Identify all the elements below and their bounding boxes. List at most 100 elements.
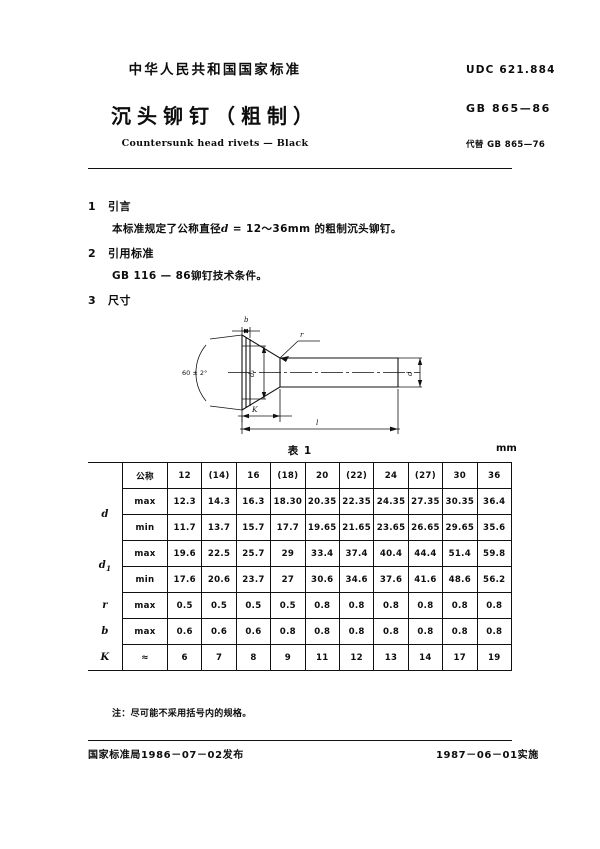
table-size-header: (18) bbox=[270, 462, 306, 489]
table-qualifier-cell: min bbox=[122, 566, 168, 593]
table-size-header: 24 bbox=[373, 462, 409, 489]
table-size-header: (14) bbox=[201, 462, 237, 489]
table-value-cell: 51.4 bbox=[442, 540, 478, 567]
table-value-cell: 0.8 bbox=[407, 592, 444, 619]
section-1-text-pre: 本标准规定了公称直径 bbox=[112, 223, 221, 235]
section-2-body: GB 116 — 86铆钉技术条件。 bbox=[112, 270, 268, 282]
table-value-cell: 0.6 bbox=[166, 618, 203, 645]
table-value-cell: 12 bbox=[338, 644, 375, 671]
section-2-number: 2 bbox=[88, 247, 97, 260]
drawing-label-d: d bbox=[406, 371, 414, 376]
table-value-cell: 13 bbox=[373, 644, 409, 671]
table-symbol-cell: d1 bbox=[88, 540, 123, 593]
table-value-cell: 20.35 bbox=[304, 488, 340, 515]
footer-effective-date: 1987－06－01实施 bbox=[436, 750, 539, 761]
table-value-cell: 9 bbox=[270, 644, 306, 671]
table-value-cell: 37.6 bbox=[373, 566, 409, 593]
table-value-cell: 16.3 bbox=[235, 488, 272, 515]
section-1-heading: 1 引言 bbox=[88, 198, 131, 214]
table-value-cell: 17.6 bbox=[166, 566, 203, 593]
table-value-cell: 0.8 bbox=[476, 592, 513, 619]
table-note: 注：尽可能不采用括号内的规格。 bbox=[112, 709, 252, 719]
table-value-cell: 17 bbox=[442, 644, 478, 671]
table-value-cell: 0.5 bbox=[270, 592, 306, 619]
table-value-cell: 11 bbox=[304, 644, 340, 671]
table-size-header: 36 bbox=[476, 462, 513, 489]
table-value-cell: 0.6 bbox=[201, 618, 237, 645]
section-1-text-post: = 12～36mm 的粗制沉头铆钉。 bbox=[228, 223, 402, 235]
table-value-cell: 0.8 bbox=[338, 618, 375, 645]
table-corner-cell bbox=[88, 462, 123, 489]
table-value-cell: 56.2 bbox=[476, 566, 513, 593]
table-value-cell: 35.6 bbox=[476, 514, 513, 541]
table-value-cell: 0.6 bbox=[235, 618, 272, 645]
table-value-cell: 29 bbox=[270, 540, 306, 567]
table-value-cell: 12.3 bbox=[166, 488, 203, 515]
table-value-cell: 34.6 bbox=[338, 566, 375, 593]
table-symbol-cell: d bbox=[88, 488, 123, 541]
table-value-cell: 0.8 bbox=[304, 592, 340, 619]
table-value-cell: 0.8 bbox=[407, 618, 444, 645]
table-value-cell: 36.4 bbox=[476, 488, 513, 515]
drawing-label-b: b bbox=[244, 316, 249, 324]
table-value-cell: 48.6 bbox=[442, 566, 478, 593]
table-value-cell: 19 bbox=[476, 644, 513, 671]
section-1-title: 引言 bbox=[108, 200, 131, 213]
table-value-cell: 59.8 bbox=[476, 540, 513, 567]
footer-divider bbox=[88, 740, 512, 741]
table-value-cell: 17.7 bbox=[270, 514, 306, 541]
table-value-cell: 0.8 bbox=[476, 618, 513, 645]
drawing-angle-text: 60 ± 2° bbox=[182, 369, 207, 377]
table-value-cell: 25.7 bbox=[235, 540, 272, 567]
table-value-cell: 6 bbox=[166, 644, 203, 671]
table-value-cell: 0.8 bbox=[373, 618, 409, 645]
table-value-cell: 0.5 bbox=[235, 592, 272, 619]
table-value-cell: 29.65 bbox=[442, 514, 478, 541]
udc-code: UDC 621.884 bbox=[466, 64, 556, 76]
table-value-cell: 0.8 bbox=[442, 618, 478, 645]
table-value-cell: 15.7 bbox=[235, 514, 272, 541]
table-size-header: (22) bbox=[338, 462, 375, 489]
table-value-cell: 30.35 bbox=[442, 488, 478, 515]
section-1-number: 1 bbox=[88, 200, 97, 213]
table-value-cell: 33.4 bbox=[304, 540, 340, 567]
table-value-cell: 22.35 bbox=[338, 488, 375, 515]
section-2-title: 引用标准 bbox=[108, 247, 154, 260]
table-value-cell: 24.35 bbox=[373, 488, 409, 515]
table-symbol-cell: r bbox=[88, 592, 123, 619]
table-value-cell: 22.5 bbox=[201, 540, 237, 567]
national-standard-line: 中华人民共和国国家标准 bbox=[128, 62, 302, 78]
table-qualifier-cell: ≈ bbox=[122, 644, 168, 671]
table-value-cell: 0.8 bbox=[442, 592, 478, 619]
section-3-number: 3 bbox=[88, 294, 97, 307]
section-1-symbol-d: d bbox=[221, 223, 229, 235]
table-value-cell: 11.7 bbox=[166, 514, 203, 541]
replaces-standard: 代替 GB 865—76 bbox=[466, 140, 546, 150]
drawing-label-K: K bbox=[251, 405, 258, 414]
table-value-cell: 0.5 bbox=[166, 592, 203, 619]
table-value-cell: 37.4 bbox=[338, 540, 375, 567]
table-unit-label: mm bbox=[496, 443, 517, 454]
page-title: 沉头铆钉（粗制） bbox=[111, 104, 319, 128]
drawing-label-d1: d₁ bbox=[248, 370, 256, 377]
table-value-cell: 0.8 bbox=[270, 618, 306, 645]
rivet-drawing-svg: 60 ± 2° b r bbox=[182, 316, 423, 434]
table-value-cell: 13.7 bbox=[201, 514, 237, 541]
table-size-header: 12 bbox=[166, 462, 203, 489]
drawing-label-l: l bbox=[316, 418, 319, 427]
rivet-technical-drawing: 60 ± 2° b r bbox=[180, 305, 460, 440]
table-value-cell: 27 bbox=[270, 566, 306, 593]
table-value-cell: 20.6 bbox=[201, 566, 237, 593]
table-value-cell: 0.8 bbox=[373, 592, 409, 619]
section-1-body: 本标准规定了公称直径d = 12～36mm 的粗制沉头铆钉。 bbox=[112, 221, 402, 236]
table-value-cell: 26.65 bbox=[407, 514, 444, 541]
